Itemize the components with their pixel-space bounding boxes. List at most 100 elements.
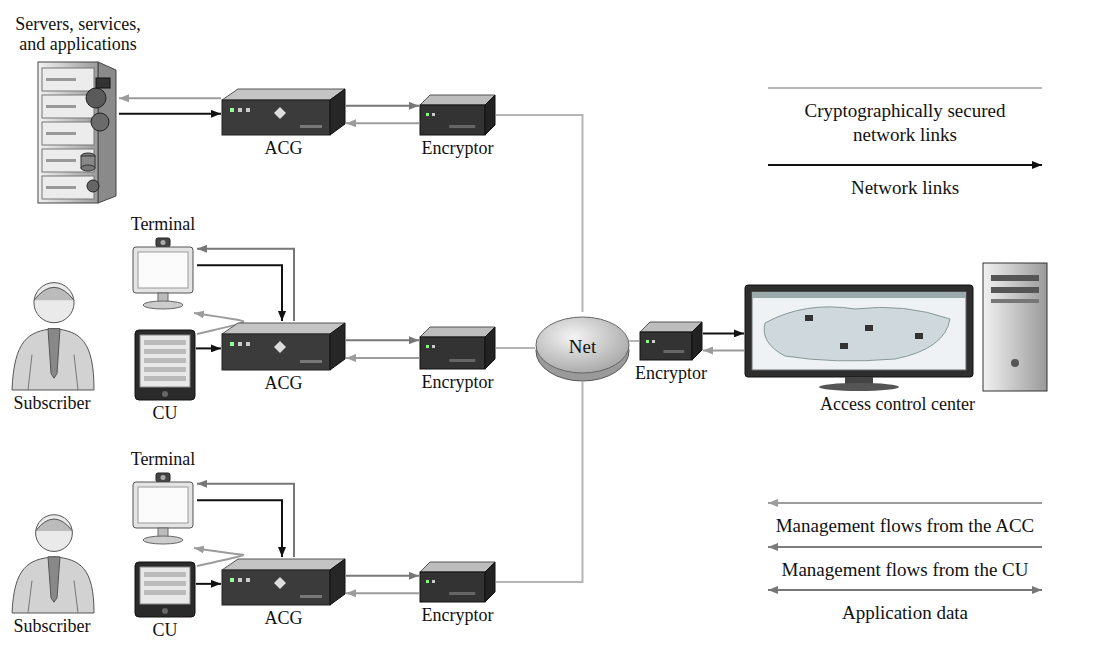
device-label: Encryptor bbox=[422, 605, 494, 626]
control-center-workstation-part bbox=[764, 307, 950, 361]
acg-device-part bbox=[230, 342, 234, 346]
device-label: Subscriber bbox=[14, 393, 91, 414]
device-label: CU bbox=[152, 620, 177, 641]
network-link bbox=[346, 357, 419, 359]
server-rack-part bbox=[46, 186, 76, 189]
acg-device-part bbox=[330, 559, 345, 605]
terminal-monitor-icon bbox=[130, 238, 196, 310]
network-disk: Net bbox=[535, 312, 630, 382]
device-label: Net bbox=[569, 336, 596, 358]
device-label: Access control center bbox=[820, 394, 975, 415]
encryptor-device-part bbox=[426, 580, 429, 583]
terminal-monitor-part bbox=[143, 536, 183, 544]
acg-device-part bbox=[246, 342, 250, 346]
control-unit-part bbox=[144, 581, 186, 586]
encryptor-device-part bbox=[420, 95, 495, 105]
terminal-monitor-part bbox=[133, 247, 193, 293]
device-label: Encryptor bbox=[635, 363, 707, 384]
acg-device-part bbox=[222, 89, 345, 100]
subscriber-figure-part bbox=[36, 519, 73, 531]
network-link bbox=[346, 592, 419, 594]
encryptor-device-part bbox=[449, 359, 475, 362]
secure-link bbox=[496, 115, 583, 312]
legend-line bbox=[768, 164, 1042, 166]
network-link bbox=[197, 265, 282, 321]
subscriber-figure-part bbox=[34, 287, 74, 300]
server-rack-part bbox=[46, 78, 76, 81]
legend-line bbox=[768, 87, 1042, 89]
control-unit-part bbox=[144, 349, 186, 354]
acg-device-icon bbox=[222, 322, 345, 370]
control-unit-part bbox=[144, 358, 186, 363]
network-disk-part bbox=[536, 317, 629, 373]
control-unit-part bbox=[135, 562, 195, 617]
device-label: ACG bbox=[264, 138, 302, 159]
terminal-monitor-part bbox=[161, 240, 166, 245]
subscriber-figure-part bbox=[28, 581, 78, 613]
encryptor-device-part bbox=[426, 113, 429, 116]
server-rack-part bbox=[42, 176, 94, 199]
legend-line bbox=[768, 589, 1042, 591]
subscriber-figure: Subscriber bbox=[8, 505, 96, 613]
control-unit: CU bbox=[135, 330, 195, 400]
encryptor-device-part bbox=[485, 327, 495, 369]
server-rack-part bbox=[87, 180, 99, 192]
control-center-workstation-part bbox=[840, 343, 848, 349]
acg-device-part bbox=[246, 108, 250, 112]
acg-device-part bbox=[246, 578, 250, 582]
control-center-workstation-part bbox=[915, 333, 923, 339]
legend-line bbox=[768, 502, 1042, 504]
control-unit-part bbox=[144, 340, 186, 345]
encryptor-device-part bbox=[646, 340, 649, 343]
acg-device-part bbox=[222, 334, 330, 370]
acg-device-part bbox=[230, 108, 234, 112]
legend-sample bbox=[765, 80, 1045, 96]
legend-entry: Management flows from the CU bbox=[765, 539, 1045, 582]
device-label: Terminal bbox=[131, 449, 196, 470]
server-rack-part bbox=[91, 113, 109, 131]
server-rack-part bbox=[46, 105, 76, 108]
terminal-monitor-icon bbox=[130, 473, 196, 545]
subscriber-figure: Subscriber bbox=[8, 272, 96, 390]
network-link bbox=[197, 500, 282, 557]
control-unit-part bbox=[144, 572, 186, 577]
control-center-workstation-part bbox=[752, 292, 966, 370]
control-center-workstation-part bbox=[991, 299, 1039, 303]
encryptor-device-part bbox=[663, 350, 684, 353]
subscriber-figure-part bbox=[12, 329, 94, 390]
encryptor-device-part bbox=[449, 125, 475, 128]
acg-device-part bbox=[330, 323, 345, 370]
server-rack: Servers, services, and applications bbox=[38, 58, 118, 203]
legend-text: Management flows from the ACC bbox=[765, 514, 1045, 538]
legend-text: Application data bbox=[765, 601, 1045, 625]
legend-line bbox=[768, 546, 1042, 548]
acg-device-part bbox=[222, 323, 345, 334]
server-rack-icon bbox=[38, 58, 118, 203]
encryptor-device-icon bbox=[420, 95, 495, 135]
legend-text: Cryptographically secured network links bbox=[785, 99, 1025, 147]
control-unit-part bbox=[144, 590, 186, 595]
acg-device-icon bbox=[222, 558, 345, 605]
device-label: CU bbox=[152, 403, 177, 424]
control-unit-icon bbox=[135, 330, 195, 400]
server-rack-part bbox=[42, 122, 94, 145]
acg-device-part bbox=[222, 570, 330, 605]
subscriber-figure-icon bbox=[8, 505, 96, 613]
server-rack-part bbox=[42, 68, 94, 91]
device-label: Subscriber bbox=[14, 616, 91, 637]
acg-device-part bbox=[238, 578, 242, 582]
terminal-monitor-part bbox=[133, 482, 193, 528]
network-link bbox=[119, 113, 221, 115]
encryptor-device-part bbox=[485, 95, 495, 135]
network-link bbox=[197, 249, 294, 321]
terminal-monitor-part bbox=[138, 487, 188, 523]
subscriber-figure-part bbox=[48, 557, 60, 602]
control-unit-part bbox=[162, 391, 168, 397]
legend-entry: Cryptographically secured network links bbox=[765, 80, 1045, 147]
encryptor-device-part bbox=[432, 345, 435, 348]
encryptor-device-part bbox=[420, 327, 495, 337]
acg-device: ACG bbox=[222, 88, 345, 135]
network-link bbox=[196, 583, 221, 585]
encryptor-device-part bbox=[640, 332, 692, 360]
secure-link bbox=[629, 340, 639, 342]
